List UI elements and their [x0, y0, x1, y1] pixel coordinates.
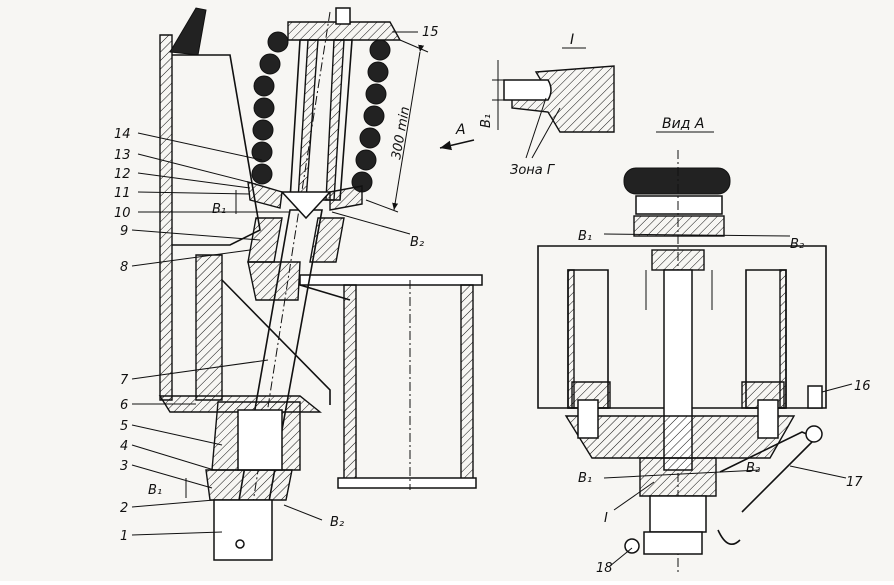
view-a-gap-b2-top: B₂ — [790, 237, 804, 252]
side-wall — [159, 34, 173, 401]
callout-2: 2 — [120, 501, 128, 516]
view-a-frame — [537, 245, 827, 409]
gap-b2-top-line — [331, 211, 411, 235]
zone-label: Зона Г — [510, 163, 556, 178]
callout-8: 8 — [120, 260, 128, 275]
view-a-callout-16: 16 — [854, 379, 871, 394]
zone-leader-1 — [525, 97, 547, 159]
callout-12: 12 — [114, 167, 131, 182]
seat-ring-right — [329, 185, 363, 211]
view-a-leader-17 — [789, 465, 847, 479]
top-nut — [335, 7, 351, 25]
view-a-leader-16 — [821, 383, 853, 393]
detail-title: I — [570, 32, 574, 48]
callout-1: 1 — [120, 529, 128, 544]
detail-gap-label: B₁ — [479, 114, 494, 128]
callout-4: 4 — [120, 439, 128, 454]
view-a-link-eye — [805, 425, 823, 443]
view-a-gap-line-top — [603, 233, 791, 237]
view-a-detail-ref: I — [604, 511, 608, 526]
mount-block — [247, 261, 301, 301]
upper-bushing — [247, 217, 283, 263]
detail-rod-end — [503, 79, 552, 101]
view-a-lower-nut — [643, 531, 703, 555]
callout-15: 15 — [422, 25, 439, 40]
callout-5: 5 — [120, 419, 128, 434]
view-a-column — [651, 249, 705, 271]
callout-14: 14 — [114, 127, 131, 142]
dim-300-ext-top — [399, 39, 429, 53]
gap-b1-top: B₁ — [212, 202, 226, 217]
dim-300-line — [392, 44, 425, 211]
view-a-post-right-inner — [779, 269, 787, 409]
gap-b2-top: B₂ — [410, 235, 424, 250]
seat-ring — [247, 181, 283, 209]
view-a-title: Вид А — [662, 116, 704, 132]
view-a-hook — [717, 529, 741, 546]
lower-nut-block — [237, 409, 283, 471]
main-section-view: 300 min A B₁ B₂ B₁ B₂ — [114, 7, 483, 561]
callout-7: 7 — [120, 373, 129, 388]
beam-bottom-flange — [337, 477, 477, 489]
view-a-arrow — [439, 139, 475, 151]
callout-9: 9 — [120, 224, 128, 239]
top-bracket — [169, 7, 207, 56]
view-a-arrow-label: A — [455, 122, 466, 138]
view-a-rod-end — [649, 495, 707, 533]
gap-b1-bottom: B₁ — [148, 483, 162, 498]
view-a-callout-18: 18 — [596, 561, 613, 576]
view-a-right-bolt — [757, 399, 779, 439]
view-a-bracket-16 — [807, 385, 823, 409]
view-a-gap-b1-top: B₁ — [578, 229, 592, 244]
callout-leaders — [131, 31, 418, 536]
gap-b2-bottom: B₂ — [330, 515, 344, 530]
dimension-label: 300 min — [389, 105, 413, 160]
callout-10: 10 — [114, 206, 131, 221]
callout-6: 6 — [120, 398, 128, 413]
view-a-left-bolt — [577, 399, 599, 439]
view-a-gap-line-bottom — [603, 469, 761, 479]
rod-end-pin — [235, 539, 245, 549]
inner-sleeve — [297, 39, 319, 201]
view-a-lower-housing — [564, 415, 796, 459]
diagonal-support — [221, 279, 331, 405]
view-a-gap-b2-bottom: B₂ — [746, 461, 760, 476]
upper-bushing-right — [309, 217, 345, 263]
detail-i-view: I B₁ Зона Г — [479, 32, 615, 178]
lower-collar — [205, 469, 293, 501]
beam-top-flange — [299, 274, 483, 286]
beam-web-right — [460, 284, 474, 486]
view-a-spring-plate — [635, 195, 723, 215]
callout-13: 13 — [114, 148, 131, 163]
gap-b2-bottom-line — [283, 504, 323, 521]
view-a-gap-b1-bottom: B₁ — [578, 471, 592, 486]
rod-end — [213, 499, 273, 561]
callout-3: 3 — [120, 459, 128, 474]
view-a-callout-17: 17 — [846, 475, 863, 490]
lower-bracket — [195, 254, 223, 401]
callout-11: 11 — [114, 186, 131, 201]
dim-300-ext-bottom — [365, 199, 399, 213]
view-a-seat — [633, 215, 725, 237]
view-a: Вид А B₁ B₂ B₁ B₂ — [537, 116, 871, 576]
cone-seat — [280, 191, 332, 220]
view-a-spring-head — [623, 167, 731, 195]
spring-coils-left — [251, 31, 289, 185]
view-a-leader-detail — [613, 481, 655, 511]
view-a-bolt-head — [624, 538, 640, 554]
view-a-lower-collar — [639, 457, 717, 497]
spring-coils-right — [351, 39, 391, 193]
zone-leader-2 — [531, 107, 561, 159]
view-a-leader-18 — [609, 547, 633, 567]
beam-web-left — [343, 284, 357, 486]
